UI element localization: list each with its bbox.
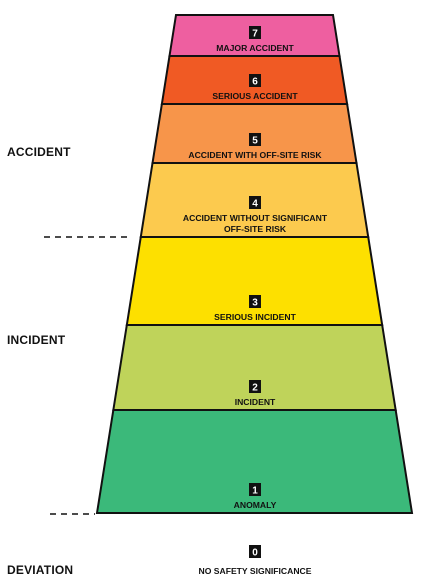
category-incident: INCIDENT <box>7 333 66 347</box>
level-4-label: ACCIDENT WITHOUT SIGNIFICANT <box>183 213 328 223</box>
level-6-number: 6 <box>252 77 258 88</box>
level-2-number-box <box>249 380 261 393</box>
level-1-band <box>95 409 414 514</box>
level-0-label: NO SAFETY SIGNIFICANCE <box>198 566 311 576</box>
category-accident: ACCIDENT <box>7 145 71 159</box>
level-5-label: ACCIDENT WITH OFF-SITE RISK <box>188 150 322 160</box>
level-4-label: OFF-SITE RISK <box>224 224 287 234</box>
level-7-label: MAJOR ACCIDENT <box>216 43 294 53</box>
level-4-number: 4 <box>252 199 258 210</box>
level-4-number-box <box>249 196 261 209</box>
level-0-number: 0 <box>252 548 258 559</box>
level-5-number-box <box>249 133 261 146</box>
level-1-number-box <box>249 483 261 496</box>
level-3-number: 3 <box>252 298 258 309</box>
level-7-number-box <box>249 26 261 39</box>
level-2-label: INCIDENT <box>235 397 276 407</box>
level-0-number-box <box>249 545 261 558</box>
category-deviation: DEVIATION <box>7 563 74 577</box>
level-5-number: 5 <box>252 136 258 147</box>
level-6-number-box <box>249 74 261 87</box>
level-0: 0 NO SAFETY SIGNIFICANCE <box>198 545 312 576</box>
level-7-number: 7 <box>252 29 258 40</box>
level-1-number: 1 <box>252 486 258 497</box>
level-3-number-box <box>249 295 261 308</box>
level-2-number: 2 <box>252 383 258 394</box>
level-3-label: SERIOUS INCIDENT <box>214 312 296 322</box>
level-6-label: SERIOUS ACCIDENT <box>212 91 298 101</box>
level-1-label: ANOMALY <box>234 500 277 510</box>
